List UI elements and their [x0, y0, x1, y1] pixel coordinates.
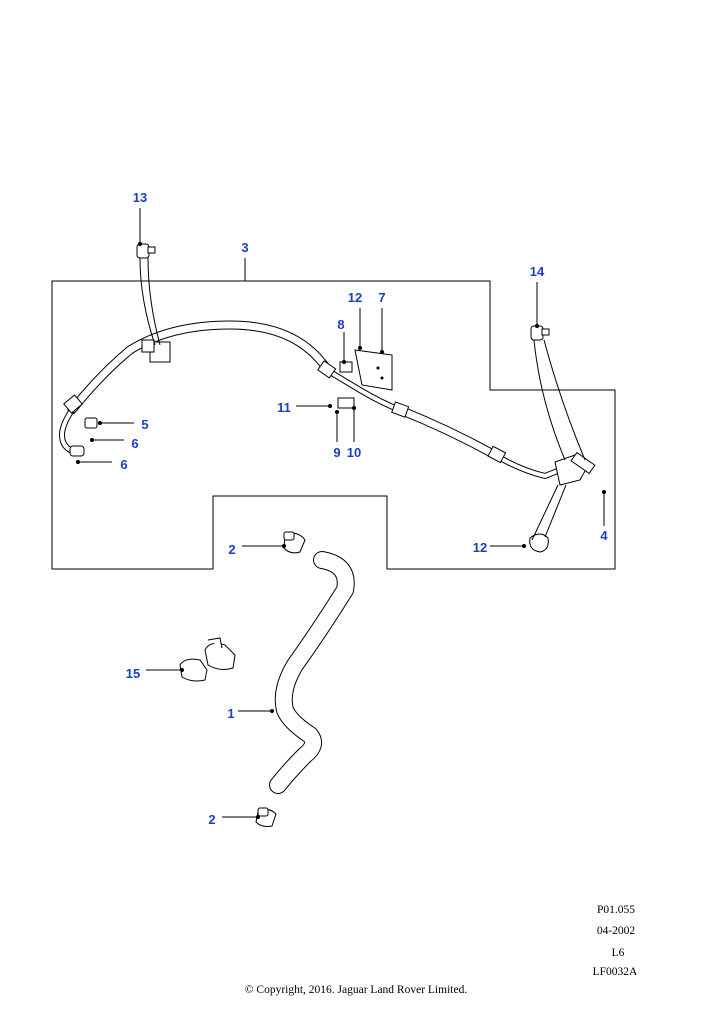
assembly-boundary — [51, 280, 616, 570]
callout-7: 7 — [378, 290, 385, 305]
callout-3: 3 — [241, 240, 248, 255]
callout-12-upper: 12 — [348, 290, 362, 305]
callout-15: 15 — [126, 666, 140, 681]
return-hose — [269, 551, 355, 794]
callout-2-lower: 2 — [208, 812, 215, 827]
callout-11: 11 — [277, 400, 291, 415]
hose-clamp-lower — [255, 807, 277, 827]
callout-14: 14 — [530, 264, 545, 279]
callout-13: 13 — [133, 190, 147, 205]
callout-6-upper: 6 — [131, 436, 138, 451]
pressure-hose-assembly — [59, 320, 596, 486]
callout-4: 4 — [600, 528, 608, 543]
callout-1: 1 — [227, 706, 234, 721]
clip-15 — [179, 637, 236, 682]
callout-5: 5 — [141, 417, 148, 432]
callout-12-lower: 12 — [473, 540, 487, 555]
hose-clamp-upper — [283, 531, 306, 554]
copyright: © Copyright, 2016. Jaguar Land Rover Lim… — [245, 984, 468, 996]
reference-code: P01.055 — [597, 904, 635, 916]
bolt-14 — [530, 325, 586, 461]
callout-10: 10 — [347, 445, 361, 460]
nut-12-lower — [529, 484, 567, 553]
reference-date: 04-2002 — [597, 925, 636, 937]
leader-lines — [76, 208, 606, 819]
callout-8: 8 — [337, 317, 344, 332]
bolt-13 — [136, 243, 161, 346]
callout-6-lower: 6 — [120, 457, 127, 472]
callout-9: 9 — [333, 445, 340, 460]
callout-2-upper: 2 — [228, 542, 235, 557]
reference-figure: LF0032A — [593, 966, 638, 978]
reference-model: L6 — [612, 947, 625, 959]
